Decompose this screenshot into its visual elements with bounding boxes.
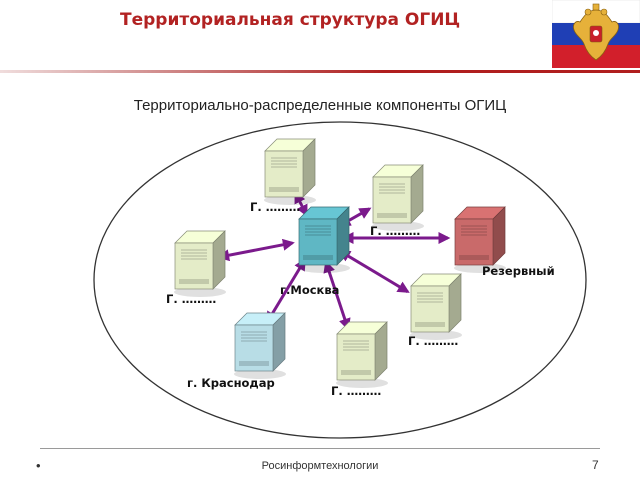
center-server-label: г.Москва <box>280 283 340 297</box>
server-1-icon <box>264 138 316 205</box>
coverage-ellipse <box>93 121 587 439</box>
page-title: Территориальная структура ОГИЦ <box>120 10 461 30</box>
server-label-1: Г. ……… <box>250 200 301 214</box>
server-label-2: Г. ……… <box>370 224 421 238</box>
moscow-central-server-icon <box>298 206 350 273</box>
footer-bullet: • <box>36 458 41 473</box>
reserve-server-icon <box>454 206 506 273</box>
server-5-icon <box>336 321 388 388</box>
krasnodar-server-icon <box>234 312 286 379</box>
diagram-subtitle: Территориально-распределенные компоненты… <box>133 97 507 114</box>
server-label-7: Г. ……… <box>166 292 217 306</box>
server-7-icon <box>174 230 226 297</box>
russian-flag-emblem <box>552 0 640 68</box>
server-label-5: Г. ……… <box>331 384 382 398</box>
link-arrow-6 <box>266 258 306 324</box>
link-arrow-5 <box>323 260 351 331</box>
page-number: 7 <box>592 458 599 472</box>
footer-organization: Росинформтехнологии <box>261 460 379 472</box>
link-arrow-7 <box>217 238 295 262</box>
reserve-server-label: Резервный <box>482 264 555 278</box>
link-arrow-4 <box>338 250 410 293</box>
server-2-icon <box>372 164 424 231</box>
server-4-icon <box>410 273 462 340</box>
double-headed-eagle-icon <box>573 3 619 61</box>
header-divider <box>0 70 640 73</box>
footer-divider <box>40 448 600 449</box>
server-label-4: Г. ……… <box>408 334 459 348</box>
krasnodar-server-label: г. Краснодар <box>187 376 275 390</box>
